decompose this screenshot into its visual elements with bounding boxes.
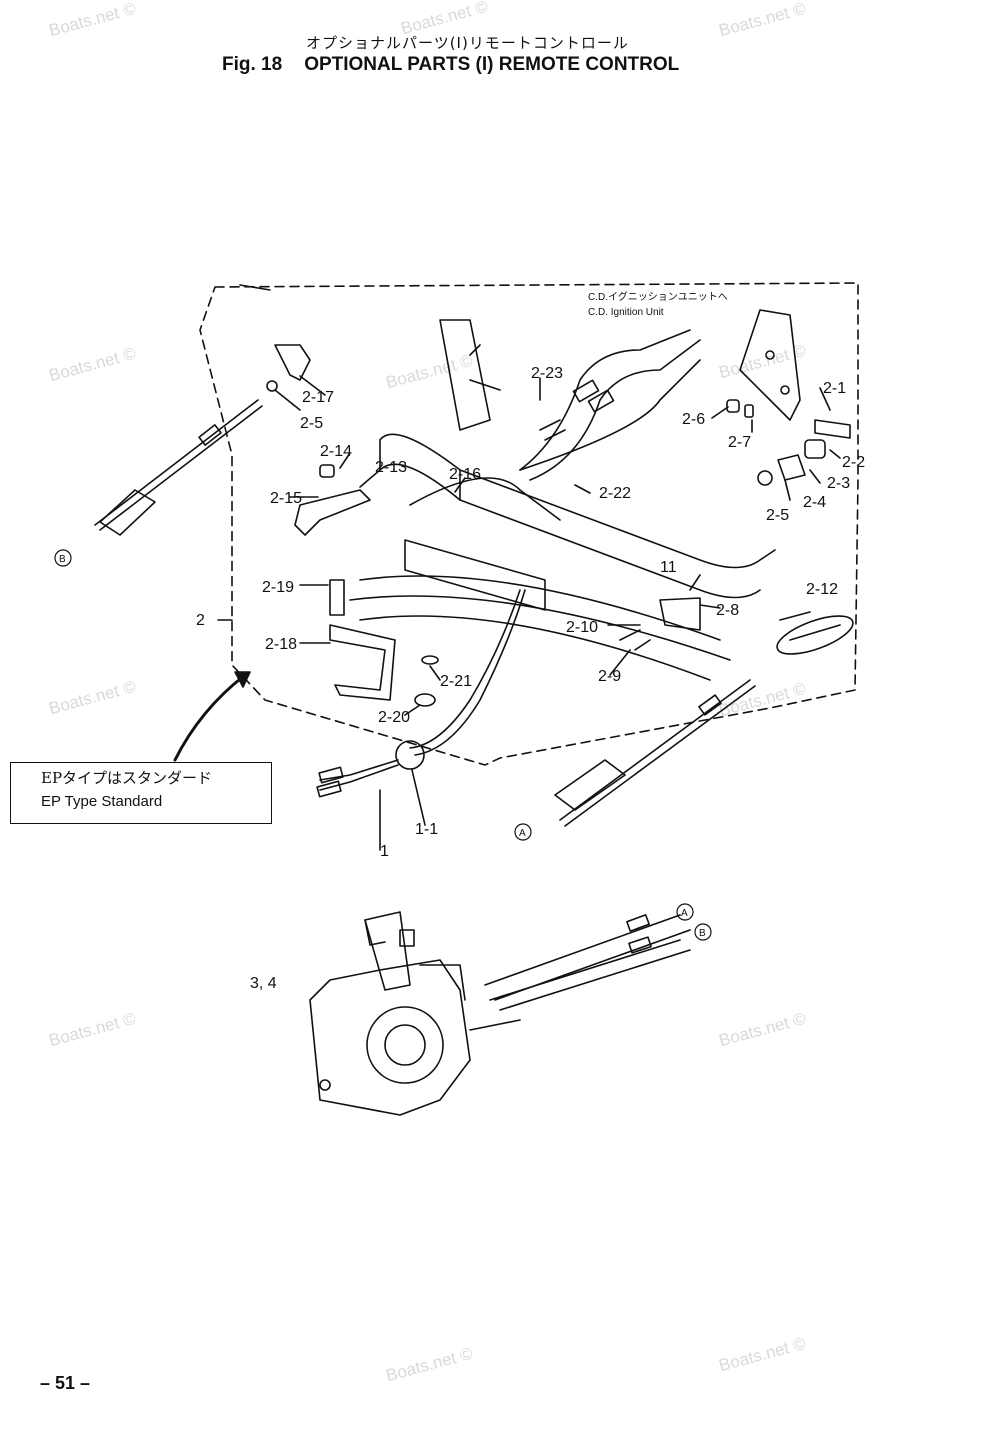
bolt-2-19: [329, 579, 345, 616]
upper-arm: [439, 319, 491, 431]
ep-note-jp: EPタイプはスタンダード: [41, 769, 213, 787]
throttle-cable: [559, 679, 751, 821]
callout-2-9: 2-9: [598, 668, 621, 685]
control-bracket: [379, 433, 776, 569]
callout-2-8: 2-8: [716, 602, 739, 619]
ep-note-en: EP Type Standard: [41, 793, 163, 810]
callout-2-16: 2-16: [449, 466, 481, 483]
callout-2-10: 2-10: [566, 619, 598, 636]
washer-2-5-left: [266, 380, 278, 392]
callout-2-12: 2-12: [806, 581, 838, 598]
mounting-plate: [739, 309, 801, 421]
shift-cable: [94, 399, 259, 526]
callout-2-15: 2-15: [270, 490, 302, 507]
callout-2-17: 2-17: [302, 389, 334, 406]
callout-2-1: 2-1: [823, 380, 846, 397]
nut-2-20: [414, 693, 436, 707]
part-2-3: [804, 439, 826, 459]
ignition-harness: [519, 329, 691, 471]
part-2-13: [294, 489, 371, 536]
figure-title-text: OPTIONAL PARTS (I) REMOTE CONTROL: [304, 54, 680, 75]
main-harness: [414, 589, 526, 756]
callout-2-5-right: 2-5: [766, 507, 789, 524]
spring-2-4: [777, 454, 806, 481]
marker-a-circle-lower: [676, 903, 694, 921]
callout-2-21: 2-21: [440, 673, 472, 690]
title-japanese: オプショナルパーツ(Ⅰ)リモートコントロール: [306, 34, 629, 52]
hub-ring: [366, 1006, 444, 1084]
callout-11: 11: [660, 559, 677, 576]
part-2-17: [274, 344, 311, 381]
cdi-note-jp: C.D.イグニッションユニットへ: [588, 290, 728, 303]
part-2-8: [659, 597, 701, 631]
callout-1: 1: [380, 843, 389, 860]
callout-2-2: 2-2: [842, 454, 865, 471]
part-2-6: [726, 399, 740, 413]
lever-button: [399, 929, 415, 947]
grommet-1-1: [395, 740, 425, 770]
bolt-2-14: [319, 464, 335, 478]
marker-b-circle: [54, 549, 72, 567]
bracket-2-18: [329, 624, 396, 701]
part-2-1: [814, 419, 851, 439]
callout-3-4: 3, 4: [250, 975, 277, 992]
callout-2-13: 2-13: [375, 459, 407, 476]
callout-2: 2: [196, 612, 205, 629]
callout-2-7: 2-7: [728, 434, 751, 451]
remote-control-box: [309, 959, 471, 1116]
cable-a-lower: [484, 914, 691, 1001]
callout-2-3: 2-3: [827, 475, 850, 492]
marker-a: A: [519, 828, 526, 839]
marker-b: B: [59, 554, 66, 565]
marker-b-circle-lower: [694, 923, 712, 941]
washer-2-5: [757, 470, 773, 486]
cdi-note-en: C.D. Ignition Unit: [588, 307, 664, 318]
callout-2-6: 2-6: [682, 411, 705, 428]
ep-type-note-box: EPタイプはスタンダード EP Type Standard: [10, 762, 272, 824]
callout-2-22: 2-22: [599, 485, 631, 502]
callout-1-1: 1-1: [415, 821, 438, 838]
page-number: – 51 –: [40, 1373, 91, 1393]
nut-2-21: [421, 655, 439, 665]
part-2-12: [776, 615, 854, 655]
part-2-7: [744, 404, 754, 418]
callout-2-4: 2-4: [803, 494, 826, 511]
figure-title: Fig. 18 OPTIONAL PARTS (I) REMOTE CONTROL: [222, 54, 679, 76]
marker-a-circle: [514, 823, 532, 841]
control-lever: [364, 911, 411, 991]
figure-number: Fig. 18: [222, 54, 283, 75]
assembly-boundary: [199, 282, 859, 766]
callout-2-14: 2-14: [320, 443, 352, 460]
callout-2-23: 2-23: [531, 365, 563, 382]
callout-2-18: 2-18: [265, 636, 297, 653]
ep-arrow: [173, 673, 247, 762]
marker-b-lower: B: [699, 928, 706, 939]
cable-b-lower: [489, 939, 691, 1011]
callout-2-5: 2-5: [300, 415, 323, 432]
callout-2-19: 2-19: [262, 579, 294, 596]
marker-a-lower: A: [681, 908, 688, 919]
callout-2-20: 2-20: [378, 709, 410, 726]
